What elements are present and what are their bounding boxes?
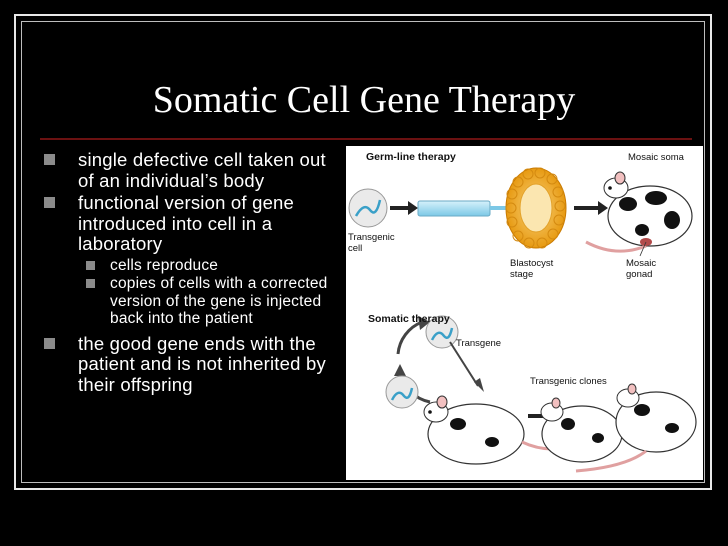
bullet-list: single defective cell taken out of an in…	[44, 149, 344, 397]
square-bullet-icon	[86, 279, 95, 288]
bullet-item: the good gene ends with the patient and …	[44, 332, 344, 396]
slide-title: Somatic Cell Gene Therapy	[152, 79, 576, 121]
cell-icon	[385, 375, 419, 409]
square-bullet-icon	[44, 154, 55, 165]
bullet-item: functional version of gene introduced in…	[44, 192, 344, 255]
germline-title: Germ-line therapy	[366, 151, 456, 163]
gonad-pointer	[639, 241, 647, 257]
clone-mouse-icon	[540, 397, 623, 463]
sub-bullet-text: copies of cells with a corrected version…	[110, 275, 328, 327]
sub-bullet-item: cells reproduce	[44, 257, 344, 275]
therapy-illustration	[348, 167, 697, 473]
mosaic-mouse-icon	[585, 171, 693, 253]
somatic-title: Somatic therapy	[368, 313, 450, 325]
pipette-icon	[417, 200, 491, 217]
transgenic-cell-icon	[348, 188, 388, 228]
bullet-item: single defective cell taken out of an in…	[44, 149, 344, 191]
clone-mouse-icon	[575, 383, 697, 473]
bullet-text: functional version of gene introduced in…	[78, 192, 295, 254]
blastocyst-icon	[505, 167, 567, 249]
slide-outer-border	[14, 14, 712, 490]
injection-arrow	[449, 341, 479, 387]
transgenic-clones-label: Transgenic clones	[530, 376, 607, 387]
sub-bullet-item: copies of cells with a corrected version…	[44, 275, 344, 328]
bullet-text: the good gene ends with the patient and …	[78, 332, 326, 395]
arrow-icon	[390, 201, 418, 215]
arrow-icon	[574, 201, 608, 215]
patient-mouse-icon	[423, 395, 583, 465]
transgenic-cell-label: Transgenic cell	[348, 232, 395, 254]
slide-inner-border	[21, 21, 705, 483]
gene-therapy-figure: Germ-line therapy Transgenic cell Blasto…	[346, 146, 703, 480]
cell-icon	[425, 315, 459, 349]
square-bullet-icon	[44, 197, 55, 208]
mosaic-gonad-label: Mosaic gonad	[626, 258, 657, 280]
title-divider	[40, 138, 692, 140]
sub-bullet-text: cells reproduce	[110, 256, 219, 274]
mosaic-soma-label: Mosaic soma	[628, 152, 684, 163]
bullet-text: single defective cell taken out of an in…	[78, 149, 326, 191]
transgene-label: Transgene	[456, 338, 502, 349]
pipette-tip-icon	[490, 206, 512, 210]
blastocyst-label: Blastocyst stage	[510, 258, 554, 280]
square-bullet-icon	[86, 260, 95, 270]
square-bullet-icon	[44, 337, 55, 349]
